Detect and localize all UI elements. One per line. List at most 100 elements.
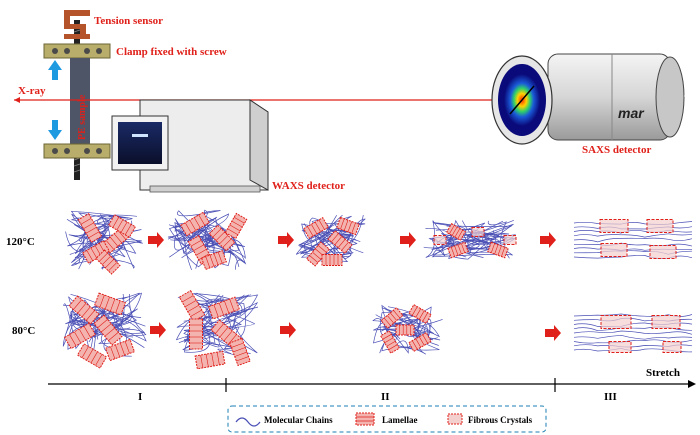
lamella: [208, 224, 236, 252]
molecular-chain: [67, 304, 111, 350]
stage-label-2: II: [381, 391, 390, 403]
lamella: [95, 249, 121, 275]
lamella: [229, 337, 251, 367]
lamella: [336, 216, 360, 236]
fibrous-crystal: [646, 219, 674, 233]
molecular-chain: [573, 334, 693, 340]
tension-sensor-label: Tension sensor: [94, 15, 163, 27]
lamella: [379, 330, 401, 354]
lamella: [77, 213, 103, 243]
saxs-label: SAXS detector: [582, 144, 651, 156]
lamellae-legend-icon: [355, 412, 375, 426]
lamella: [395, 324, 415, 336]
stage-arrow-icon: [148, 232, 164, 248]
lamella: [76, 343, 108, 369]
legend-box: [227, 405, 547, 433]
lamella: [303, 217, 329, 239]
molecular-chain: [573, 221, 693, 225]
top-clamp: [43, 43, 111, 59]
molecular-chain: [300, 214, 353, 258]
lamella: [63, 322, 97, 350]
stage-arrow-icon: [400, 232, 416, 248]
fibrous-crystal: [651, 315, 681, 329]
molecular-chain: [573, 330, 693, 335]
waxs-label: WAXS detector: [272, 180, 345, 192]
legend-lamellae: Lamellae: [382, 415, 418, 425]
lamella: [447, 241, 469, 259]
legend-fibrous-crystals: Fibrous Crystals: [468, 415, 533, 425]
lamella: [93, 314, 123, 346]
stage-arrow-icon: [280, 322, 296, 338]
fibrous-crystal: [608, 341, 632, 353]
legend-molecular-chains: Molecular Chains: [264, 415, 333, 425]
sample-label: PE sample: [77, 94, 88, 140]
molecular-chain: [72, 306, 119, 340]
lamella: [104, 338, 136, 362]
stage-arrows-layer: [148, 232, 561, 341]
lamella: [408, 331, 432, 353]
xray-label: X-ray: [18, 85, 46, 97]
lamella: [224, 212, 248, 240]
molecular-chain: [573, 226, 693, 230]
tension-sensor-icon: [64, 10, 90, 39]
lamella: [380, 307, 404, 329]
pe-sample: [70, 58, 90, 144]
stretch-axis: [48, 378, 696, 392]
stretch-label: Stretch: [646, 367, 680, 379]
bottom-clamp: [43, 143, 111, 159]
row-temperature-120: 120°C: [6, 236, 35, 248]
fibrous-crystal: [662, 341, 682, 353]
lamella: [445, 222, 467, 242]
fibrous-crystal: [600, 315, 632, 329]
molecular-chains-layer: [62, 209, 693, 357]
stage-arrow-icon: [540, 232, 556, 248]
lamella: [194, 350, 226, 370]
lamella: [93, 292, 127, 316]
fibrous-crystal: [503, 235, 517, 245]
waxs-detector-icon: [111, 99, 269, 193]
fibrous-crystal-legend-icon: [447, 413, 463, 425]
fibrous-crystal: [600, 243, 628, 257]
stretch-up-arrow-icon: [48, 60, 62, 80]
molecular-chain: [373, 322, 430, 344]
clamp-label: Clamp fixed with screw: [116, 46, 227, 58]
molecular-chain: [573, 237, 693, 243]
lamella: [200, 249, 228, 271]
legend: Molecular Chains Lamellae Fibrous Crysta…: [227, 405, 547, 433]
lamella: [487, 241, 509, 259]
molecular-chain: [573, 229, 693, 234]
fibrous-crystal: [471, 227, 485, 237]
saxs-detector-icon: [491, 53, 696, 145]
lamella: [68, 295, 100, 325]
fibrous-crystal: [433, 235, 447, 245]
lamella: [107, 214, 137, 238]
stage-label-1: I: [138, 391, 142, 403]
lamella: [321, 254, 343, 266]
molecular-chain: [573, 242, 693, 247]
stage-arrow-icon: [150, 322, 166, 338]
lamella: [189, 318, 203, 350]
molecular-chain: [201, 294, 258, 354]
molecular-chain: [300, 223, 357, 255]
fibrous-crystal: [649, 245, 677, 259]
molecular-chain-legend-icon: [235, 417, 261, 427]
mar-logo: mar: [618, 105, 645, 121]
stage-arrow-icon: [278, 232, 294, 248]
xray-beam: [14, 97, 522, 103]
stage-arrow-icon: [545, 325, 561, 341]
row-temperature-80: 80°C: [12, 325, 35, 337]
molecular-chain: [573, 233, 693, 238]
lamella: [180, 211, 210, 237]
lamella: [207, 296, 241, 320]
lamella: [408, 303, 432, 325]
fibrous-crystal: [599, 219, 629, 233]
stretch-down-arrow-icon: [48, 120, 62, 140]
lamella: [327, 230, 353, 254]
lamella: [178, 289, 206, 323]
stage-label-3: III: [604, 391, 617, 403]
molecular-chain: [183, 309, 258, 354]
molecular-chain: [86, 230, 135, 269]
lamellae-layer: [63, 211, 509, 370]
fibrous-crystals-layer: [433, 219, 682, 353]
